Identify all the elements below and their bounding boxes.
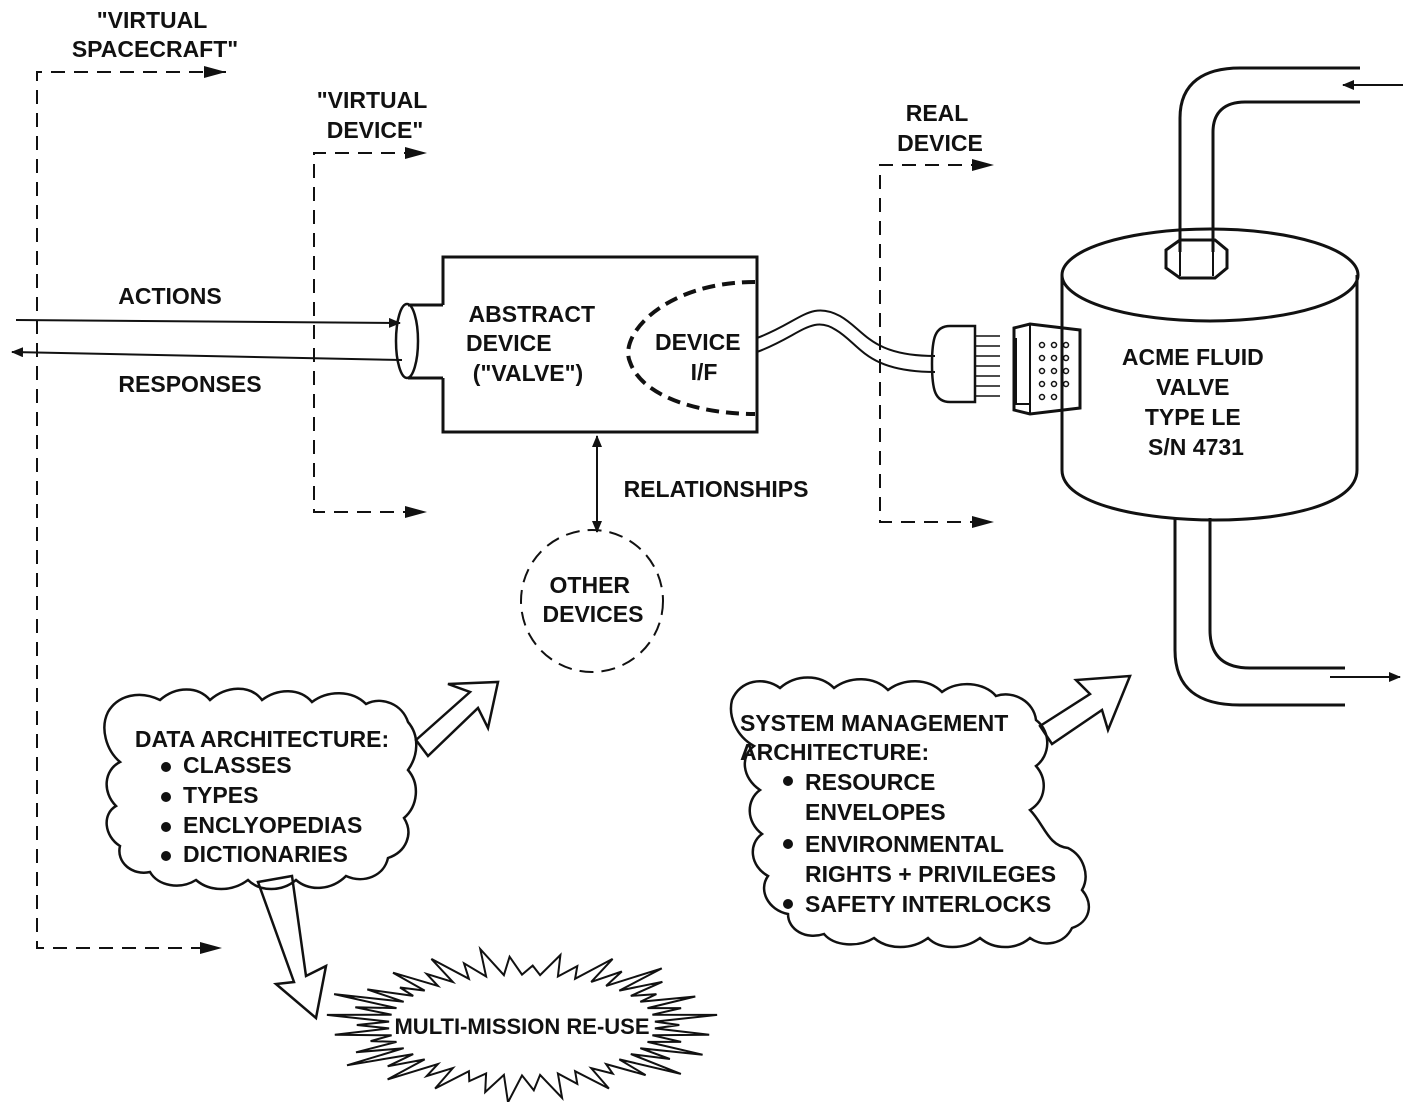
abstract-device-line1: ABSTRACT [469, 301, 596, 327]
virtual-spacecraft-label-line1: "VIRTUAL [97, 7, 208, 33]
data-architecture-cloud: DATA ARCHITECTURE: CLASSES TYPES ENCLYOP… [103, 680, 500, 1021]
valve-label-line3: TYPE LE [1145, 404, 1241, 430]
abstract-device-line2: DEVICE [466, 330, 552, 356]
virtual-device-label-line2: DEVICE" [327, 117, 424, 143]
actions-arrow: ACTIONS [15, 283, 401, 328]
data-architecture-item: CLASSES [183, 752, 292, 778]
svg-text:DEVICE I/F: DEVICE I/F [655, 329, 747, 385]
system-management-cloud: SYSTEM MANAGEMENT ARCHITECTURE: RESOURCE… [729, 674, 1132, 949]
system-management-list: RESOURCE ENVELOPES ENVIRONMENTAL RIGHTS … [783, 769, 1056, 917]
abstract-device: ABSTRACT DEVICE ("VALVE") DEVICE I/F [394, 255, 759, 434]
data-architecture-list: CLASSES TYPES ENCLYOPEDIAS DICTIONARIES [161, 752, 362, 867]
acme-valve: ACME FLUID VALVE TYPE LE S/N 4731 [1012, 66, 1403, 707]
valve-label-line2: VALVE [1156, 374, 1229, 400]
svg-text:SYSTEM MANAGEMENT ARCHIT: SYSTEM MANAGEMENT ARCHITECTURE: [740, 710, 1015, 765]
system-management-item: RIGHTS + PRIVILEGES [805, 861, 1056, 887]
device-cable [756, 309, 1000, 404]
system-management-item: SAFETY INTERLOCKS [805, 891, 1051, 917]
system-management-item: ENVIRONMENTAL [805, 831, 1004, 857]
device-if-line1: DEVICE [655, 329, 741, 355]
system-management-item: ENVELOPES [805, 799, 946, 825]
actions-label: ACTIONS [118, 283, 222, 309]
real-device-frame: REAL DEVICE [879, 100, 994, 528]
abstract-device-line3: ("VALVE") [473, 360, 583, 386]
other-devices: OTHER DEVICES [520, 529, 664, 673]
svg-text:SAFETY INTERLOCKS: SAFETY INTERLOCKS [805, 891, 1051, 917]
data-architecture-item: DICTIONARIES [183, 841, 348, 867]
system-management-title-line1: SYSTEM MANAGEMENT [740, 710, 1008, 736]
real-device-label-line1: REAL [906, 100, 969, 126]
svg-text:"VIRTUAL DEVICE": "VIRTUAL DEVICE" [317, 87, 434, 143]
system-management-title-line2: ARCHITECTURE: [740, 739, 929, 765]
data-architecture-item: TYPES [183, 782, 258, 808]
svg-text:ENVIRONMENTAL RIGHTS +: ENVIRONMENTAL RIGHTS + PRIVILEGES [805, 831, 1056, 887]
relationships-label: RELATIONSHIPS [624, 476, 809, 502]
virtual-spacecraft-frame: "VIRTUAL SPACECRAFT" [36, 7, 238, 954]
device-if-line2: I/F [691, 359, 718, 385]
other-devices-line2: DEVICES [543, 601, 644, 627]
svg-text:RESOURCE ENVELOPES: RESOURCE ENVELOPES [805, 769, 946, 825]
real-device-label-line2: DEVICE [897, 130, 983, 156]
data-architecture-item: ENCLYOPEDIAS [183, 812, 362, 838]
other-devices-line1: OTHER [550, 572, 631, 598]
valve-label-line4: S/N 4731 [1148, 434, 1244, 460]
starburst-label: MULTI-MISSION RE-USE [394, 1014, 649, 1039]
virtual-device-label-line1: "VIRTUAL [317, 87, 428, 113]
svg-text:OTHER DEVICES: OTHER DEVICES [543, 572, 644, 627]
virtual-spacecraft-label-line2: SPACECRAFT" [72, 36, 238, 62]
svg-text:ACME FLUID VALVE T: ACME FLUID VALVE TYPE LE S/N 4731 [1122, 344, 1270, 460]
relationships-arrow: RELATIONSHIPS [592, 435, 809, 533]
responses-label: RESPONSES [118, 371, 261, 397]
virtual-device-frame: "VIRTUAL DEVICE" [313, 87, 434, 518]
svg-text:REAL DEVICE: REAL DEVICE [897, 100, 983, 156]
valve-label-line1: ACME FLUID [1122, 344, 1264, 370]
data-architecture-title: DATA ARCHITECTURE: [135, 726, 389, 752]
svg-text:ABSTRACT DEVICE (": ABSTRACT DEVICE ("VALVE") [466, 301, 601, 386]
system-management-item: RESOURCE [805, 769, 935, 795]
responses-arrow: RESPONSES [11, 347, 403, 397]
multi-mission-starburst: MULTI-MISSION RE-USE [326, 945, 718, 1102]
svg-text:"VIRTUAL SPACECRAFT": "VIRTUAL SPACECRAFT" [72, 7, 238, 62]
